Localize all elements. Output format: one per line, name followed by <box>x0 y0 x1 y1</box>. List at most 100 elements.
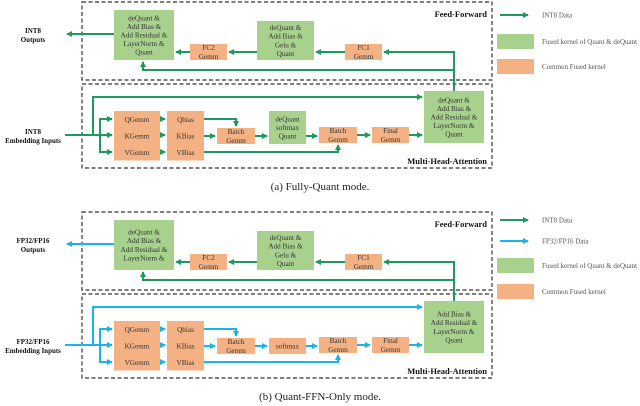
mha-layernorm-box-label-line: LayerNorm & <box>434 122 475 130</box>
q-branch-arrow <box>99 326 113 345</box>
kgemm-box-label: KGemm <box>125 132 150 140</box>
batch-gemm-2-box-label-line: Gemm <box>328 136 348 144</box>
v-branch-arrow <box>99 345 113 365</box>
gelu-box-label: deQuant &Add Bias &Gelu &Quant <box>268 234 303 268</box>
vgemm-box-label-line: VGemm <box>125 149 150 157</box>
ffn-layernorm-box-label-line: Add Residual & <box>121 32 168 40</box>
legend-swatch <box>497 258 534 273</box>
qgemm-box <box>114 321 160 338</box>
residual-input-arrow <box>92 304 423 345</box>
legend-label: INT8 Data <box>542 217 573 225</box>
caption: (a) Fully-Quant mode. <box>271 181 370 193</box>
fc1-gemm-box <box>345 44 382 60</box>
kbias-box <box>167 127 204 144</box>
gelu-box-label-line: deQuant & <box>270 24 302 32</box>
kbias-box-label: KBias <box>177 342 195 350</box>
fc1-gemm-box-label-line: Gemm <box>354 263 374 271</box>
batch-gemm-1-box-label-line: Gemm <box>226 347 246 355</box>
final-gemm-box-label-line: Final <box>383 127 398 135</box>
softmax-box-label: softmax <box>276 343 300 351</box>
vgemm-box-label-line: VGemm <box>125 359 150 367</box>
outputs-label-line: FP32/FP16 <box>16 237 50 245</box>
final-gemm-box-label-line: Gemm <box>381 346 401 354</box>
gelu-box-label-line: Add Bias & <box>268 33 303 41</box>
ffn-layernorm-box-label-line: LayerNorm & <box>124 40 165 48</box>
softmax-box-label-line: Quant <box>279 133 297 141</box>
batch-gemm-1-box <box>217 338 255 354</box>
fc1-gemm-box-label-line: FC1 <box>357 254 370 262</box>
inputs-label-line: FP32/FP16 <box>16 338 50 346</box>
kgemm-box <box>114 127 160 144</box>
vgemm-box-label: VGemm <box>125 359 150 367</box>
batch-gemm-1-box-label-line: Batch <box>228 128 245 136</box>
multi-head-attention-region <box>81 83 493 169</box>
kbias-box-label-line: KBias <box>177 132 195 140</box>
vgemm-box <box>114 144 160 161</box>
fc2-gemm-box-label-line: Gemm <box>199 263 219 271</box>
caption: (b) Quant-FFN-Only mode. <box>259 391 381 403</box>
mha-layernorm-box-label-line: LayerNorm & <box>434 328 475 336</box>
gelu-box <box>257 21 314 60</box>
gelu-box-label-line: Add Bias & <box>268 243 303 251</box>
mha-to-fc1-arrow <box>383 259 455 301</box>
mha-layernorm-box <box>424 91 484 143</box>
outputs-label-line: Outputs <box>21 246 46 254</box>
softmax-box-label-line: softmax <box>276 124 300 132</box>
gelu-box <box>257 231 314 270</box>
vbias-box <box>167 144 204 161</box>
mha-layernorm-box-label: Add Bias &Add Residual &LayerNorm &Quant <box>431 311 478 345</box>
ffn-layernorm-box-label-line: deQuant & <box>128 14 160 22</box>
gelu-box-label: deQuant &Add Bias &Gelu &Quant <box>268 24 303 58</box>
mha-layernorm-box <box>424 301 484 353</box>
outputs-label-line: INT8 <box>25 27 41 35</box>
gelu-box-label-line: Quant <box>277 260 295 268</box>
feed-forward-title: Feed-Forward <box>435 9 488 19</box>
mha-layernorm-box-label-line: Add Bias & <box>437 311 472 319</box>
qbias-box-label-line: Qbias <box>177 116 194 124</box>
legend-label: Fused kernel of Quant & deQuant <box>542 262 637 270</box>
final-gemm-box <box>372 127 409 143</box>
inputs-label-line: Embedding Inputs <box>5 347 61 355</box>
ffn-layernorm-box <box>114 220 174 270</box>
ffn-layernorm-box-label-line: Add Residual & <box>121 246 168 254</box>
qgemm-box-label-line: QGemm <box>125 326 150 334</box>
batch-gemm-1-box <box>217 128 255 144</box>
mha-layernorm-box-label-line: deQuant & <box>438 96 470 104</box>
mha-layernorm-box-label-line: Quant <box>445 336 463 344</box>
ffn-layernorm-box-label-line: Add Bias & <box>127 23 162 31</box>
qbias-to-batch-arrow <box>204 328 239 337</box>
qbias-box <box>167 321 204 338</box>
multi-head-attention-region <box>81 293 493 379</box>
qgemm-box-label-line: QGemm <box>125 116 150 124</box>
fc2-gemm-box-label-line: FC2 <box>202 44 215 52</box>
mha-layernorm-box-label-line: Add Bias & <box>437 105 472 113</box>
gelu-box-label-line: deQuant & <box>270 234 302 242</box>
vbias-to-batch-arrow <box>204 144 341 153</box>
vgemm-box <box>114 354 160 371</box>
softmax-box <box>269 111 306 144</box>
feed-forward-region <box>81 1 493 81</box>
ffn-layernorm-box-label: deQuant &Add Bias &Add Residual &LayerNo… <box>121 14 168 56</box>
gelu-box-label-line: Gelu & <box>275 41 297 49</box>
batch-gemm-2-box-label-line: Batch <box>330 337 347 345</box>
residual-arrow <box>140 61 454 71</box>
legend-label: Fused kernel of Quant & deQuant <box>542 38 637 46</box>
vbias-box-label: VBias <box>177 149 195 157</box>
softmax-box-label-line: deQuant <box>275 115 299 123</box>
softmax-box <box>269 338 306 354</box>
legend-swatch <box>497 59 534 74</box>
mha-title: Multi-Head-Attention <box>407 366 487 376</box>
outputs-label-line: Outputs <box>21 36 46 44</box>
feed-forward-region <box>81 211 493 291</box>
